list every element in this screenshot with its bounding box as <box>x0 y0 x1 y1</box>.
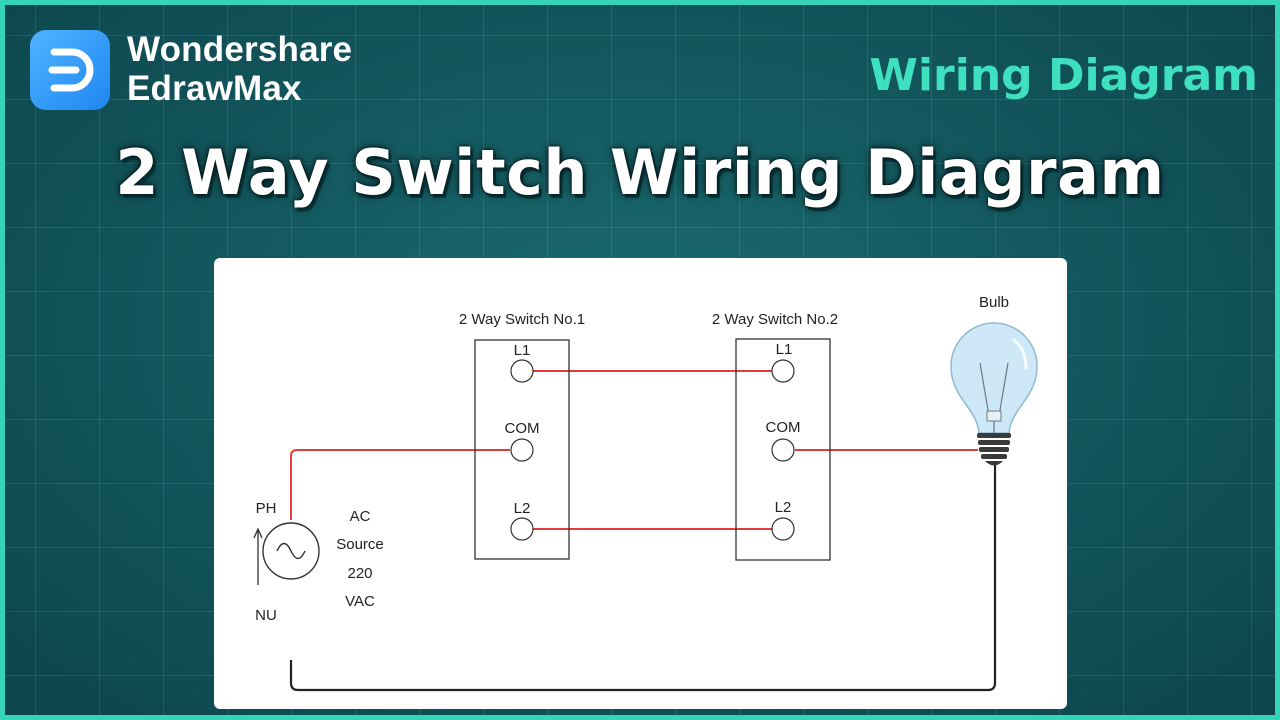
polarity-arrow-head-icon <box>253 527 263 539</box>
brand-line-1: Wondershare <box>127 30 353 69</box>
source-line-3: 220 <box>347 565 372 582</box>
diagram-panel: 2 Way Switch No.1 L1 COM L2 2 Way Switch… <box>214 258 1067 709</box>
edrawmax-logo <box>30 30 110 110</box>
sine-wave-icon <box>276 542 306 560</box>
switch-2-terminal-l1-label: L1 <box>776 341 793 358</box>
switch-1-terminal-com <box>510 438 534 462</box>
source-ph-label: PH <box>256 500 277 517</box>
switch-1-terminal-l2 <box>510 517 534 541</box>
switch-2-terminal-l2 <box>771 517 795 541</box>
switch-2-body <box>735 338 831 561</box>
brand-line-2: EdrawMax <box>127 69 302 108</box>
source-line-1: AC <box>350 508 371 525</box>
switch-1-terminal-l1 <box>510 359 534 383</box>
switch-2-terminal-com <box>771 438 795 462</box>
edrawmax-logo-icon <box>48 48 94 92</box>
switch-2-label: 2 Way Switch No.2 <box>712 311 838 328</box>
live-wire-source-to-com1 <box>290 449 510 520</box>
source-line-4: VAC <box>345 593 375 610</box>
category-tag: Wiring Diagram <box>869 50 1258 101</box>
page-title: 2 Way Switch Wiring Diagram <box>115 136 1165 209</box>
wiring-diagram: 2 Way Switch No.1 L1 COM L2 2 Way Switch… <box>253 294 1038 692</box>
source-nu-label: NU <box>255 607 277 624</box>
switch-2-terminal-l2-label: L2 <box>775 499 792 516</box>
brand-name: Wondershare EdrawMax <box>127 30 352 108</box>
switch-1-body <box>474 339 570 560</box>
switch-1-terminal-l1-label: L1 <box>514 342 531 359</box>
switch-2-terminal-l1 <box>771 359 795 383</box>
neutral-wire <box>289 465 997 692</box>
light-bulb-icon <box>950 322 1038 466</box>
bulb-label: Bulb <box>979 294 1009 311</box>
source-line-2: Source <box>336 536 384 553</box>
switch-1-terminal-l2-label: L2 <box>514 500 531 517</box>
switch-1-label: 2 Way Switch No.1 <box>459 311 585 328</box>
switch-2-terminal-com-label: COM <box>766 419 801 436</box>
switch-1-terminal-com-label: COM <box>505 420 540 437</box>
